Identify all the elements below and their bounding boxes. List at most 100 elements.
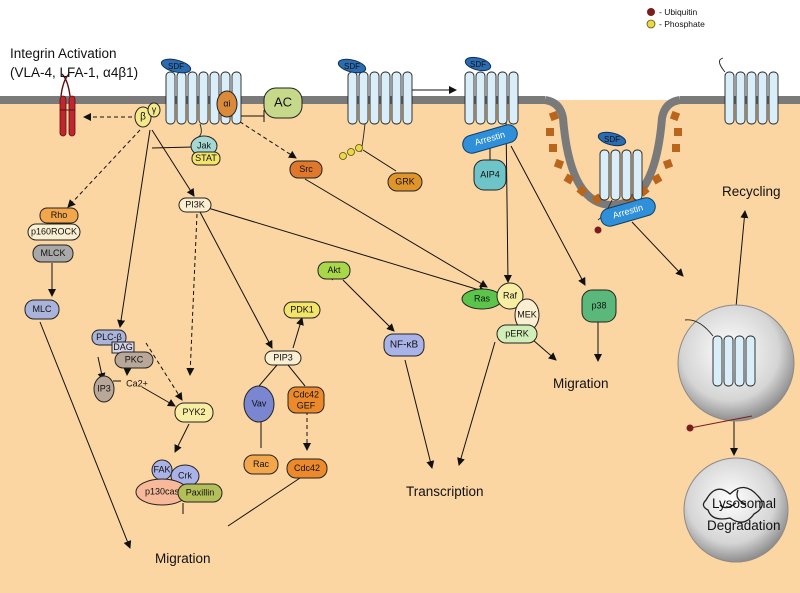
sdf-label-3: SDF bbox=[470, 60, 486, 69]
cxcr4-receptor-internalizing bbox=[599, 149, 643, 201]
mlck-node: MLCK bbox=[32, 244, 74, 263]
svg-text:PI3K: PI3K bbox=[185, 199, 205, 209]
legend-ubiquitin: - Ubiquitin bbox=[659, 7, 698, 17]
arrestin-node-2: Arrestin bbox=[600, 197, 656, 227]
sdf-ligand-3 bbox=[464, 56, 492, 72]
legend-phosphate: - Phosphate bbox=[659, 19, 705, 29]
svg-text:PDK1: PDK1 bbox=[290, 304, 314, 314]
fak-node: FAK bbox=[151, 459, 173, 481]
svg-text:Paxillin: Paxillin bbox=[186, 487, 215, 497]
svg-text:GRK: GRK bbox=[395, 176, 415, 186]
svg-text:Rho: Rho bbox=[51, 210, 68, 220]
svg-text:AIP4: AIP4 bbox=[480, 169, 500, 179]
svg-text:αi: αi bbox=[223, 98, 230, 108]
svg-text:Jak: Jak bbox=[197, 140, 212, 150]
migration-label-mid: Migration bbox=[553, 376, 609, 391]
ubiquitin-legend-icon bbox=[647, 8, 655, 16]
ubiquitin-dot-2 bbox=[686, 424, 694, 432]
svg-text:STAT: STAT bbox=[195, 153, 217, 163]
svg-text:β: β bbox=[140, 112, 146, 123]
phosphate-legend-icon bbox=[646, 19, 656, 29]
paxillin-node: Paxillin bbox=[177, 483, 223, 503]
cxcr4-receptor-3 bbox=[464, 71, 519, 125]
arrestin-node-1: Arrestin bbox=[462, 124, 518, 154]
src-node: Src bbox=[289, 160, 323, 179]
vav-node: Vav bbox=[243, 385, 275, 423]
sdf-ligand-1 bbox=[160, 58, 192, 74]
svg-text:p130cas: p130cas bbox=[145, 486, 180, 496]
cdc42-node: Cdc42 bbox=[286, 458, 328, 479]
svg-text:PYK2: PYK2 bbox=[182, 407, 205, 417]
sdf-label-4: SDF bbox=[604, 135, 620, 144]
lysosomal-label: Lysosomal bbox=[712, 496, 776, 511]
integrin-heading: Integrin Activation bbox=[10, 46, 117, 61]
pi3k-node: PI3K bbox=[178, 197, 212, 213]
svg-text:MLCK: MLCK bbox=[40, 248, 65, 258]
cxcr4-receptor-recycled bbox=[719, 57, 779, 125]
svg-text:Cdc42: Cdc42 bbox=[294, 463, 320, 473]
svg-text:GEF: GEF bbox=[297, 400, 316, 410]
cxcr4-receptor-2 bbox=[347, 71, 413, 153]
svg-text:NF-κB: NF-κB bbox=[390, 340, 419, 351]
integrin-subheading: (VLA-4, LFA-1, α4β1) bbox=[10, 65, 138, 80]
svg-text:p160ROCK: p160ROCK bbox=[31, 226, 77, 236]
svg-text:Ca2+: Ca2+ bbox=[126, 378, 148, 388]
lysosome bbox=[683, 457, 789, 563]
svg-text:Rac: Rac bbox=[253, 459, 270, 469]
svg-text:PIP3: PIP3 bbox=[273, 352, 293, 362]
svg-text:Vav: Vav bbox=[252, 398, 267, 408]
degraded-protein-icon bbox=[702, 486, 763, 523]
svg-text:DAG: DAG bbox=[113, 342, 133, 352]
svg-text:Akt: Akt bbox=[327, 265, 341, 275]
ca2-node: Ca2+ bbox=[126, 378, 148, 388]
integrin-icon bbox=[59, 73, 76, 137]
mlc-node: MLC bbox=[24, 299, 60, 320]
svg-text:Ras: Ras bbox=[474, 293, 491, 303]
rho-node: Rho bbox=[39, 207, 79, 224]
akt-node: Akt bbox=[317, 261, 351, 280]
svg-text:PKC: PKC bbox=[125, 354, 144, 364]
migration-label-bottom: Migration bbox=[155, 551, 211, 566]
sdf-label-1: SDF bbox=[168, 62, 184, 71]
raf-node: Raf bbox=[496, 282, 524, 310]
svg-text:MLC: MLC bbox=[32, 304, 52, 314]
sdf-ligand-2 bbox=[337, 58, 367, 74]
svg-text:IP3: IP3 bbox=[97, 383, 111, 393]
degradation-label: Degradation bbox=[707, 518, 781, 533]
svg-text:p38: p38 bbox=[591, 300, 606, 310]
perk-node: pERK bbox=[496, 324, 538, 344]
nfkb-node: NF-κB bbox=[383, 333, 425, 357]
legend: - Ubiquitin - Phosphate bbox=[646, 7, 705, 29]
p38-node: p38 bbox=[581, 289, 617, 323]
svg-text:MEK: MEK bbox=[517, 309, 537, 319]
svg-text:Cdc42: Cdc42 bbox=[293, 389, 319, 399]
dag-node: DAG bbox=[111, 341, 135, 354]
ubiquitin-dot-1 bbox=[594, 226, 602, 234]
svg-text:γ: γ bbox=[152, 104, 157, 114]
g-gamma-node: γ bbox=[147, 102, 161, 118]
g-beta-node: β bbox=[134, 106, 152, 128]
svg-text:pERK: pERK bbox=[505, 328, 529, 338]
ras-node: Ras bbox=[461, 288, 503, 310]
stat-node: STAT bbox=[191, 151, 221, 166]
grk-node: GRK bbox=[387, 172, 423, 192]
pdk1-node: PDK1 bbox=[283, 301, 321, 319]
svg-text:FAK: FAK bbox=[153, 464, 170, 474]
sdf-label-2: SDF bbox=[344, 62, 360, 71]
svg-text:Src: Src bbox=[299, 164, 313, 174]
pyk2-node: PYK2 bbox=[174, 402, 214, 423]
rac-node: Rac bbox=[243, 454, 279, 475]
phosphate-cluster bbox=[339, 144, 363, 160]
pathway-arrows bbox=[39, 86, 749, 549]
recycling-label: Recycling bbox=[722, 184, 781, 199]
sdf-ligand-4 bbox=[597, 131, 627, 147]
p160rock-node: p160ROCK bbox=[27, 223, 81, 241]
pkc-node: PKC bbox=[114, 351, 154, 369]
pip3-node: PIP3 bbox=[264, 350, 302, 366]
svg-text:Crk: Crk bbox=[178, 470, 192, 480]
g-alpha-node: αi bbox=[216, 90, 238, 118]
ac-node: AC bbox=[263, 87, 303, 119]
svg-text:PLC-β: PLC-β bbox=[96, 332, 122, 342]
